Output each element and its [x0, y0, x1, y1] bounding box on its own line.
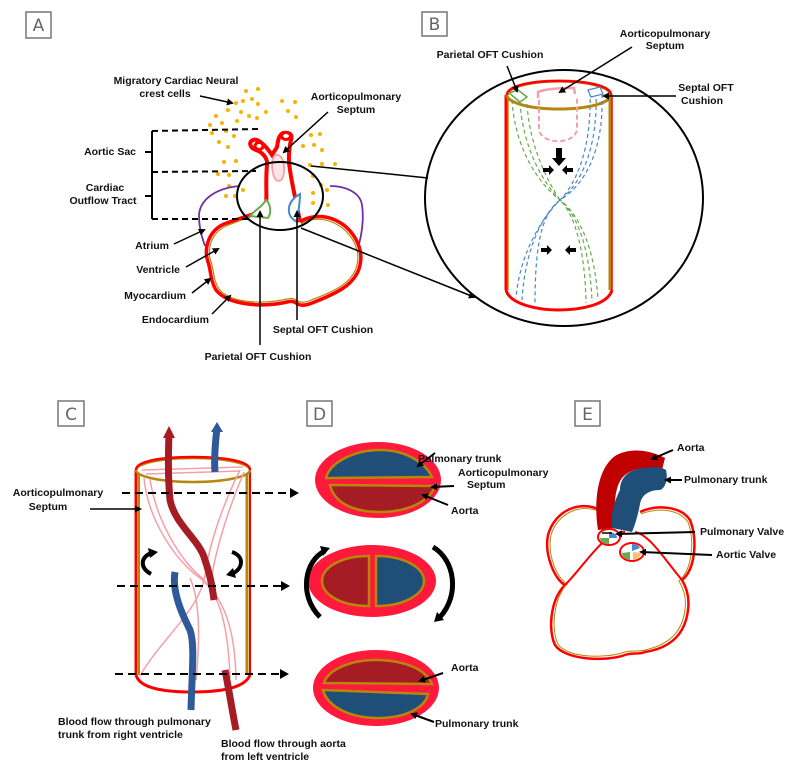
- rotation-arrow-left: [140, 551, 153, 576]
- pulmonary-lumen-bottom: [321, 688, 430, 720]
- panel-d-letter: D: [313, 405, 326, 425]
- rotation-arrow-d-left: [303, 548, 327, 619]
- label-aortic-valve-e: Aortic Valve: [716, 549, 776, 561]
- endocardium-layer: [208, 211, 359, 303]
- septum-plate: [536, 86, 577, 98]
- label-septum-b-2: Septum: [646, 40, 685, 52]
- outflow-cylinder: [504, 79, 614, 312]
- label-aortic-flow-2: from left ventricle: [221, 751, 309, 763]
- zoom-connector-top: [310, 165, 429, 179]
- aortic-flow-arrowhead: [163, 426, 175, 438]
- label-parietal-cushion-a: Parietal OFT Cushion: [205, 351, 312, 363]
- panel-e-letter: E: [582, 405, 593, 425]
- pulmonary-trunk-vessel: [611, 467, 667, 532]
- panel-c-letter-box: [57, 400, 85, 427]
- panel-a-letter: A: [33, 16, 45, 36]
- aortic-sac-opening-right: [280, 131, 292, 141]
- label-pulmonary-trunk-e: Pulmonary trunk: [684, 474, 768, 486]
- label-septal-cushion-a: Septal OFT Cushion: [273, 324, 373, 336]
- label-pulmonary-valve-e: Pulmonary Valve: [700, 526, 784, 538]
- outflow-tract-wall: [248, 130, 302, 223]
- cross-section-bottom: [313, 650, 439, 726]
- aorticopulmonary-septum-shape: [271, 153, 286, 182]
- septal-cushion-top: [587, 86, 604, 98]
- heart-endocardium-e: [549, 508, 693, 657]
- aortic-lumen-top: [328, 483, 437, 514]
- label-myocardium: Myocardium: [124, 290, 186, 302]
- pulmonary-flow: [170, 427, 221, 711]
- label-septal-b-2: Cushion: [681, 95, 723, 107]
- label-endocardium: Endocardium: [142, 314, 209, 326]
- label-atrium: Atrium: [135, 240, 169, 252]
- septum-dashed: [538, 96, 578, 143]
- panel-a-arrows: [173, 95, 329, 345]
- zoom-connector-bottom: [300, 227, 476, 299]
- aortic-sac-opening-left: [253, 141, 265, 151]
- panel-d: D Pulmonary trunk: [303, 400, 549, 730]
- label-aortic-flow-1: Blood flow through aorta: [221, 738, 346, 750]
- panel-d-arrows: [410, 452, 455, 723]
- cross-section-middle: [308, 545, 436, 617]
- label-oft-1: Cardiac: [86, 182, 125, 194]
- label-neural-crest-2: crest cells: [139, 88, 191, 100]
- label-pulmonary-flow-2: trunk from right ventricle: [58, 729, 183, 741]
- septal-cushion-shape: [287, 192, 302, 224]
- label-septum-d-1: Aorticopulmonary: [458, 467, 549, 479]
- label-ventricle: Ventricle: [136, 264, 180, 276]
- panel-e-arrows: [615, 449, 713, 556]
- label-septal-b-1: Septal OFT: [678, 82, 734, 94]
- label-aorta-d-bottom: Aorta: [451, 662, 479, 674]
- fusion-arrows: [541, 148, 576, 255]
- panel-b-letter-box: [421, 11, 448, 37]
- label-aorta-e: Aorta: [677, 442, 705, 454]
- panel-e-letter-box: [574, 400, 601, 427]
- label-septum-c-2: Septum: [29, 501, 68, 513]
- label-septum-d-2: Septum: [467, 479, 506, 491]
- panel-b-letter: B: [429, 15, 441, 35]
- aortic-lumen-bottom: [322, 658, 434, 686]
- septum-strands: [139, 466, 245, 681]
- myocardium-layer: [204, 208, 363, 307]
- label-aorta-d-top: Aorta: [451, 505, 479, 517]
- section-lines: [115, 492, 292, 675]
- parietal-cushion-shape: [248, 198, 272, 220]
- aortic-flow: [164, 433, 240, 731]
- label-parietal-cushion-b: Parietal OFT Cushion: [437, 49, 544, 61]
- pulmonary-lumen-middle: [374, 554, 426, 608]
- pulmonary-flow-arrowhead: [211, 422, 223, 432]
- panel-b-arrows: [506, 46, 676, 100]
- label-septum-b-1: Aorticopulmonary: [620, 28, 711, 40]
- pulmonary-valve-e: [597, 528, 621, 546]
- aortic-lumen-middle: [320, 554, 371, 608]
- label-septum-a-2: Septum: [337, 104, 376, 116]
- panel-a: A: [25, 11, 476, 363]
- oft-bracket: [145, 128, 259, 220]
- panel-a-letter-box: [25, 11, 52, 39]
- panel-c: C: [13, 400, 346, 763]
- panel-b: B: [421, 11, 734, 327]
- label-neural-crest-1: Migratory Cardiac Neural: [114, 75, 239, 87]
- septal-ridges: [515, 91, 603, 306]
- label-oft-2: Outflow Tract: [69, 195, 137, 207]
- label-pulmonary-trunk-d-top: Pulmonary trunk: [418, 453, 502, 465]
- panel-e: E Aorta Pulmonary tru: [545, 400, 784, 661]
- atrium-outline: [198, 185, 364, 248]
- aortic-valve-e: [619, 542, 645, 562]
- heart-outline-e: [545, 504, 696, 661]
- label-aortic-sac: Aortic Sac: [84, 146, 136, 158]
- zoom-circle: [236, 161, 324, 231]
- cross-section-top: [315, 442, 441, 518]
- panel-d-letter-box: [306, 400, 333, 427]
- neural-crest-cells: [208, 87, 337, 207]
- label-pulmonary-flow-1: Blood flow through pulmonary: [58, 716, 211, 728]
- label-septum-c-1: Aorticopulmonary: [13, 487, 104, 499]
- panel-c-letter: C: [65, 405, 77, 425]
- pulmonary-lumen-top: [324, 448, 434, 480]
- zoom-circle-large: [424, 69, 704, 327]
- label-pulmonary-trunk-d-bottom: Pulmonary trunk: [435, 718, 519, 730]
- rotation-arrow-d-right: [431, 544, 456, 619]
- label-septum-a-1: Aorticopulmonary: [311, 91, 402, 103]
- rotation-arrow-right: [230, 550, 243, 576]
